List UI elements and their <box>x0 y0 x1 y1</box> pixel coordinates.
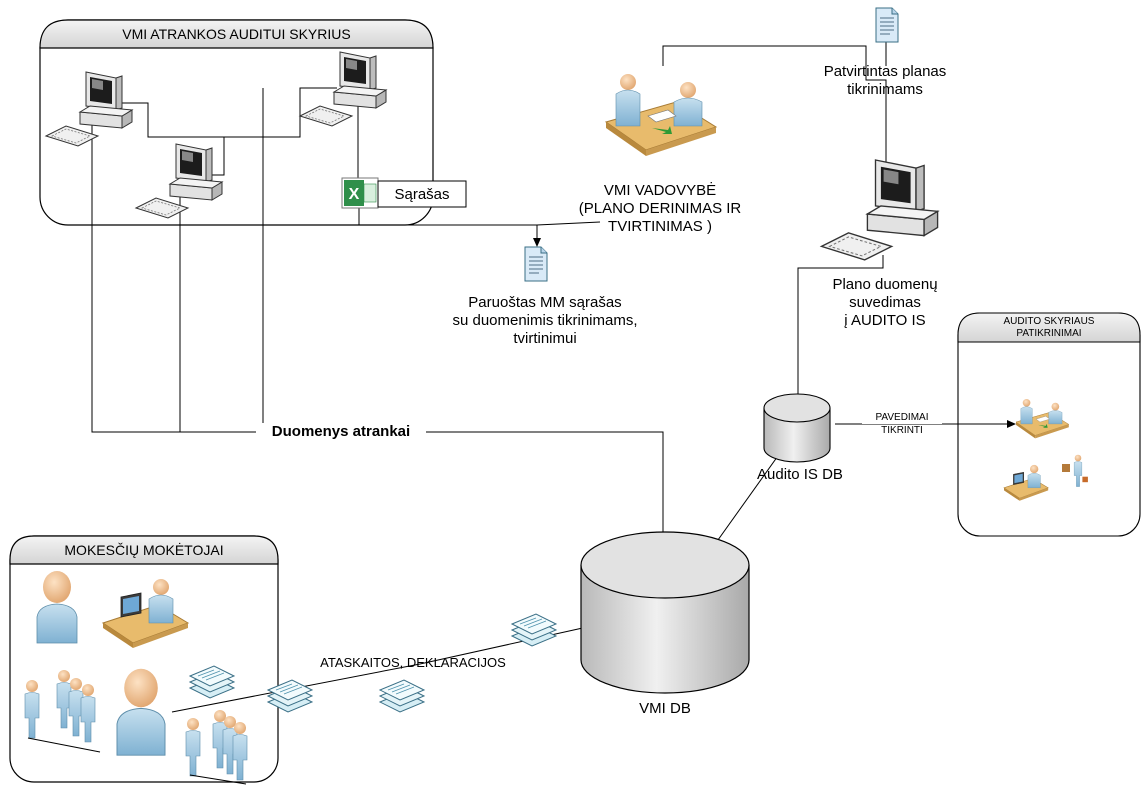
plano-line1: Plano duomenų <box>832 276 938 293</box>
briefcase-icon <box>1062 464 1070 472</box>
group-title-audito-line1: AUDITO SKYRIAUS <box>1003 316 1095 327</box>
paruostas-line2: su duomenimis tikrinimams, <box>452 312 638 329</box>
vmi-db-cylinder <box>580 531 750 694</box>
docstack-icon-1 <box>511 613 557 647</box>
duomenys-atrankai-label: Duomenys atrankai <box>256 423 426 441</box>
vadovybe-line2: (PLANO DERINIMAS IR <box>578 200 742 217</box>
audito-is-db-cylinder <box>763 393 831 463</box>
pavedimai-line2: TIKRINTI <box>862 425 942 437</box>
group-title-mokesciu: MOKESČIŲ MOKĖTOJAI <box>64 542 224 558</box>
pavedimai-line1: PAVEDIMAI <box>862 412 942 424</box>
vmi-db-label: VMI DB <box>639 700 691 717</box>
people-group-right <box>185 709 248 785</box>
svg-text:X: X <box>349 186 360 203</box>
document-icon-paruostas <box>524 246 548 282</box>
person-icon-audito <box>1073 454 1088 487</box>
plano-line3: į AUDITO IS <box>844 312 926 329</box>
audito-is-db-label: Audito IS DB <box>757 466 843 483</box>
paruostas-line1: Paruoštas MM sąrašas <box>468 294 622 311</box>
people-group-left <box>24 669 101 753</box>
computer-icon-4 <box>820 159 939 261</box>
excel-icon: X <box>341 177 379 209</box>
sarasas-label: Sąrašas <box>394 186 450 203</box>
sarasas-box <box>377 180 467 208</box>
patvirtintas-line2: tikrinimams <box>847 81 923 98</box>
vadovybe-line1: VMI VADOVYBĖ <box>603 182 717 199</box>
patvirtintas-line1: Patvirtintas planas <box>823 63 947 80</box>
ataskaitos-label: ATASKAITOS, DEKLARACIJOS <box>320 655 506 670</box>
group-title-audito-line2: PATIKRINIMAI <box>1016 328 1082 339</box>
plano-line2: suvedimas <box>849 294 921 311</box>
docstack-icon-4 <box>379 679 425 713</box>
vadovybe-line3: TVIRTINIMAS ) <box>608 218 712 235</box>
group-atrankos <box>39 19 434 226</box>
document-icon-patvirtintas <box>875 7 899 43</box>
paruostas-line3: tvirtinimui <box>513 330 577 347</box>
group-title-atrankos: VMI ATRANKOS AUDITUI SKYRIUS <box>122 26 351 42</box>
meeting-icon-vadovybe <box>605 73 717 157</box>
